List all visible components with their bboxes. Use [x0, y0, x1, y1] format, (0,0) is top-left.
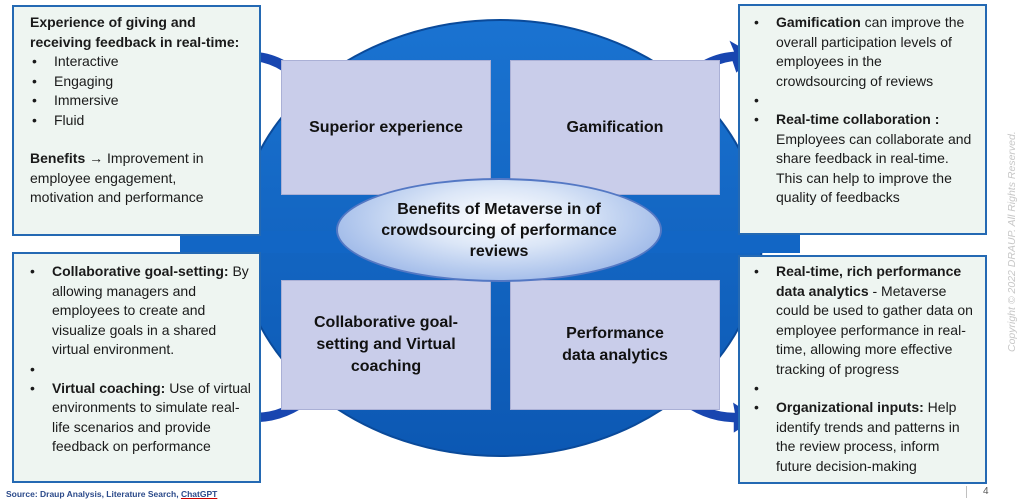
copyright-text: Copyright © 2022 DRAUP. All Rights Reser…: [1006, 131, 1018, 352]
quadrant-gamification: Gamification: [510, 60, 720, 195]
quadrant-collaborative-goal-setting: Collaborative goal-setting and Virtual c…: [281, 280, 491, 410]
quadrant-performance-data-analytics: Performance data analytics: [510, 280, 720, 410]
source-footnote: Source: Draup Analysis, Literature Searc…: [6, 489, 217, 499]
collaboration-bullet-list: Collaborative goal-setting: By allowing …: [28, 262, 251, 457]
item-text: By allowing managers and employees to cr…: [52, 263, 249, 357]
source-text: Source: Draup Analysis, Literature Searc…: [6, 489, 181, 499]
item-text: Employees can collaborate and share feed…: [776, 130, 972, 206]
center-title-oval: Benefits of Metaverse in of crowdsourcin…: [336, 178, 662, 282]
panel-gamification: Gamification can improve the overall par…: [738, 4, 987, 235]
list-item: Real-time, rich performance data analyti…: [752, 262, 977, 379]
list-item: Interactive: [30, 52, 243, 72]
analytics-bullet-list: Real-time, rich performance data analyti…: [752, 262, 977, 476]
list-item: Gamification can improve the overall par…: [752, 13, 975, 91]
experience-bullet-list: Interactive Engaging Immersive Fluid: [30, 52, 243, 130]
item-heading: Virtual coaching:: [52, 379, 166, 396]
benefits-line: Benefits → Improvement in employee engag…: [30, 149, 243, 208]
list-item: Organizational inputs: Help identify tre…: [752, 398, 977, 476]
item-heading: Organizational inputs:: [776, 399, 924, 415]
list-item: Virtual coaching: Use of virtual environ…: [28, 379, 251, 457]
panel-superior-experience: Experience of giving and receiving feedb…: [12, 5, 261, 236]
page-number-divider: [966, 486, 967, 498]
list-item: Fluid: [30, 111, 243, 131]
list-item: Collaborative goal-setting: By allowing …: [28, 262, 251, 360]
benefits-label: Benefits: [30, 150, 86, 166]
arrow-right-icon: →: [89, 150, 104, 166]
item-text: Use of virtual environments to simulate …: [52, 379, 251, 455]
item-text: can improve the overall participation le…: [776, 14, 965, 89]
item-heading: Real-time collaboration :: [776, 111, 940, 127]
panel-title: Experience of giving and receiving feedb…: [30, 14, 240, 50]
panel-collaborative-goal-setting: Collaborative goal-setting: By allowing …: [12, 252, 261, 483]
quadrant-superior-experience: Superior experience: [281, 60, 491, 195]
gamification-bullet-list: Gamification can improve the overall par…: [752, 13, 975, 208]
list-item: Real-time collaboration : Employees can …: [752, 110, 975, 208]
item-heading: Collaborative goal-setting:: [52, 263, 229, 279]
item-text: - Metaverse could be used to gather data…: [776, 282, 973, 377]
list-item: Immersive: [30, 91, 243, 111]
page-number: 4: [983, 486, 989, 497]
panel-performance-data-analytics: Real-time, rich performance data analyti…: [738, 255, 987, 484]
benefits-text: Improvement in employee engagement, moti…: [30, 150, 204, 205]
item-text: Help identify trends and patterns in the…: [776, 399, 960, 474]
list-item: Engaging: [30, 72, 243, 92]
item-heading: Gamification: [776, 14, 861, 30]
item-heading: Real-time, rich performance data analyti…: [776, 263, 962, 299]
source-chatgpt: ChatGPT: [180, 489, 218, 499]
